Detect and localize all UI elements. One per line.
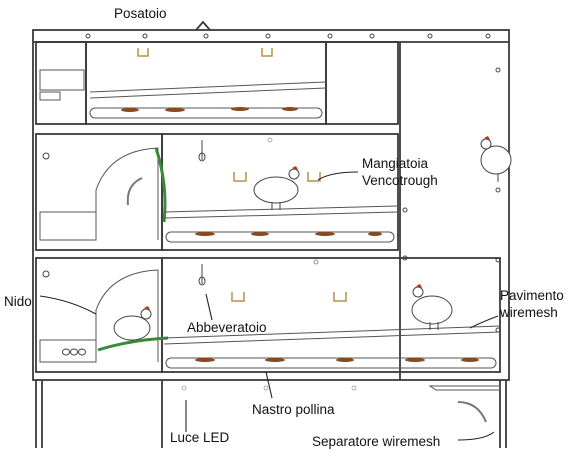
drinker-icon [198, 140, 206, 162]
led-light-icon [267, 137, 273, 143]
label-vencotrough: Vencotrough [362, 173, 438, 188]
drinker-icon [198, 264, 206, 286]
label-separatore-wiremesh: Separatore wiremesh [312, 434, 440, 449]
bottom-tier [161, 380, 501, 448]
trough-icon [307, 172, 321, 182]
hen-icon [253, 166, 300, 210]
label-luce-led: Luce LED [170, 430, 230, 445]
trough-icon [137, 48, 149, 57]
egg-icon [62, 348, 86, 356]
trough-icon [231, 292, 245, 302]
aviary-frame [32, 20, 510, 448]
curved-arrow-icon [126, 177, 143, 206]
middle-tier [35, 133, 399, 251]
label-mangiatoia: Mangiatoia [362, 156, 429, 171]
label-nastro-pollina: Nastro pollina [252, 402, 335, 417]
top-tier [35, 41, 399, 125]
trough-icon [333, 292, 347, 302]
label-nido: Nido [4, 294, 32, 309]
manure-deposits [121, 107, 479, 362]
label-posatoio: Posatoio [114, 6, 167, 21]
lower-tier [35, 257, 501, 373]
led-light-icon [181, 385, 357, 391]
label-leaders [39, 171, 499, 441]
label-abbeveratoio: Abbeveratoio [187, 320, 267, 335]
hen-icon [113, 306, 152, 341]
curved-arrow-icon [457, 401, 487, 423]
label-pavimento: Pavimento [500, 288, 564, 303]
trough-icon [261, 48, 273, 57]
label-wiremesh: wiremesh [499, 305, 558, 320]
hen-icon [480, 136, 512, 182]
frame-bolts [85, 33, 501, 333]
hen-icon [411, 284, 453, 330]
trough-icon [233, 172, 247, 182]
